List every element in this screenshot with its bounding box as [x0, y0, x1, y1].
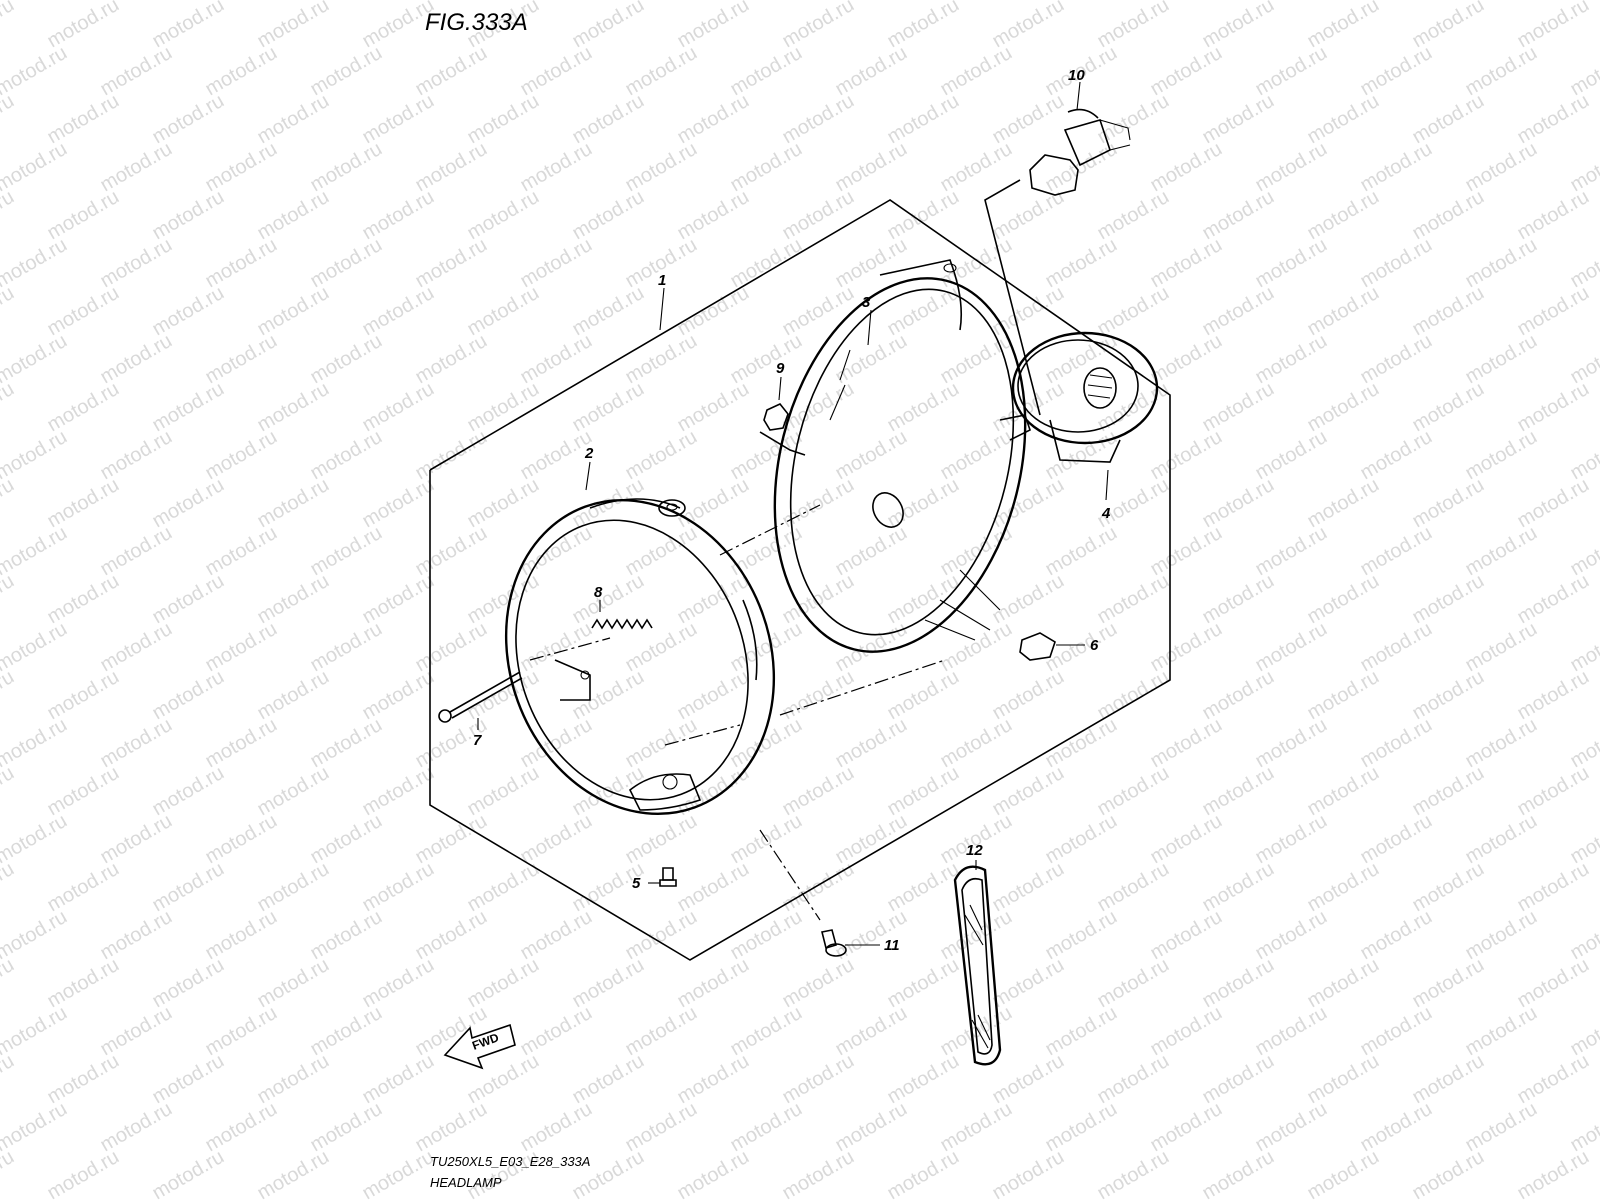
side-reflector	[953, 865, 1002, 1066]
figure-title: FIG.333A	[425, 9, 528, 36]
watermark-text: motod.ru	[1304, 1146, 1383, 1200]
watermark-text: motod.ru	[1567, 1002, 1600, 1061]
watermark-text: motod.ru	[0, 762, 18, 821]
watermark-text: motod.ru	[0, 522, 71, 581]
watermark-text: motod.ru	[0, 618, 71, 677]
callout-1: 1	[658, 272, 666, 289]
watermark-text: motod.ru	[0, 426, 71, 485]
watermark-text: motod.ru	[0, 1002, 71, 1061]
watermark-text: motod.ru	[0, 282, 18, 341]
watermark-text: motod.ru	[1567, 138, 1600, 197]
watermark-text: motod.ru	[1567, 1098, 1600, 1157]
watermark-text: motod.ru	[1514, 1146, 1593, 1200]
callouts: 1 2 3 4 5 6 7 8 9 10 11 12	[473, 67, 1111, 954]
watermark-text: motod.ru	[1567, 234, 1600, 293]
watermark-text: motod.ru	[0, 90, 18, 149]
watermark-text: motod.ru	[989, 1146, 1068, 1200]
watermark-text: motod.ru	[0, 330, 71, 389]
callout-4: 4	[1101, 505, 1111, 522]
adjuster-spring	[591, 618, 653, 630]
model-code: TU250XL5_E03_E28_333A	[430, 1154, 590, 1169]
watermark-text: motod.ru	[0, 0, 18, 52]
watermark-text: motod.ru	[0, 714, 71, 773]
watermark-text: motod.ru	[779, 1146, 858, 1200]
watermark-text: motod.ru	[0, 858, 18, 917]
watermark-text: motod.ru	[44, 1146, 123, 1200]
watermark-text: motod.ru	[254, 1146, 333, 1200]
socket-housing	[1011, 331, 1159, 463]
watermark-text: motod.ru	[149, 1146, 228, 1200]
watermark-text: motod.ru	[0, 378, 18, 437]
callout-3: 3	[862, 294, 871, 311]
watermark-text: motod.ru	[1094, 1146, 1173, 1200]
nut-9	[763, 403, 789, 431]
callout-8: 8	[594, 584, 603, 601]
watermark-text: motod.ru	[0, 1098, 71, 1157]
watermark-text: motod.ru	[0, 570, 18, 629]
watermark-text: motod.ru	[0, 906, 71, 965]
callout-6: 6	[1090, 637, 1099, 654]
watermark-text: motod.ru	[1567, 906, 1600, 965]
watermark-text: motod.ru	[0, 42, 71, 101]
screw-5	[659, 867, 677, 887]
watermark-text: motod.ru	[0, 810, 71, 869]
watermark-text: motod.ru	[1409, 1146, 1488, 1200]
callout-10: 10	[1068, 67, 1085, 84]
callout-12: 12	[966, 842, 983, 859]
nut-6	[1019, 632, 1056, 661]
watermark-text: motod.ru	[1567, 522, 1600, 581]
watermark-text: motod.ru	[674, 1146, 753, 1200]
watermark-text: motod.ru	[0, 474, 18, 533]
callout-5: 5	[632, 875, 641, 892]
watermark-text: motod.ru	[359, 1146, 438, 1200]
watermark-text: motod.ru	[0, 138, 71, 197]
headlamp-unit	[773, 259, 1031, 653]
watermark-text: motod.ru	[1567, 618, 1600, 677]
watermark-text: motod.ru	[1199, 1146, 1278, 1200]
watermark-text: motod.ru	[0, 234, 71, 293]
callout-7: 7	[473, 732, 482, 749]
watermark-text: motod.ru	[1567, 42, 1600, 101]
callout-9: 9	[776, 360, 785, 377]
bulb	[1029, 108, 1131, 196]
screw-11	[821, 929, 847, 957]
watermark-text: motod.ru	[1567, 330, 1600, 389]
callout-2: 2	[584, 445, 594, 462]
watermark-text: motod.ru	[0, 1050, 18, 1109]
figure-caption: HEADLAMP	[430, 1175, 502, 1190]
watermark-text: motod.ru	[1567, 810, 1600, 869]
headlamp-rim	[504, 498, 776, 815]
watermark-text: motod.ru	[0, 954, 18, 1013]
fwd-label: FWD	[470, 1030, 501, 1053]
adjuster-screw	[438, 671, 523, 723]
assembly-outline	[429, 199, 1171, 961]
watermark-text: motod.ru	[0, 186, 18, 245]
watermark-text: motod.ru	[0, 1146, 18, 1200]
callout-11: 11	[884, 937, 900, 954]
watermark-text: motod.ru	[0, 666, 18, 725]
watermark-text: motod.ru	[1567, 714, 1600, 773]
watermark-text: motod.ru	[1567, 426, 1600, 485]
watermark-text: motod.ru	[884, 1146, 963, 1200]
connector-lines	[529, 179, 1041, 921]
